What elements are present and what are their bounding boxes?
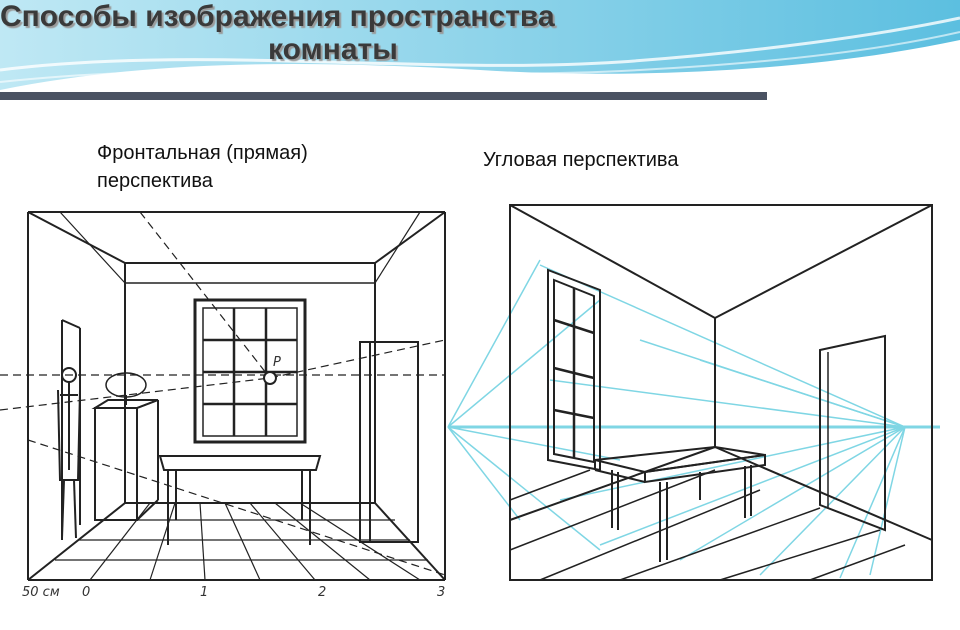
scale-label-3: 3 xyxy=(437,585,445,600)
vanishing-point-label: P xyxy=(273,355,281,370)
scale-label-2: 2 xyxy=(318,585,326,600)
page-title-line2: комнаты xyxy=(268,33,398,66)
scale-label-50cm: 50 см xyxy=(22,585,60,600)
header-banner: Способы изображения пространства комнаты xyxy=(0,0,960,105)
caption-angular-perspective: Угловая перспектива xyxy=(483,149,679,171)
page-title-line1: Способы изображения пространства xyxy=(0,0,555,33)
scale-label-0: 0 xyxy=(82,585,90,600)
caption-frontal-perspective-cont: перспектива xyxy=(97,170,213,192)
caption-frontal-perspective: Фронтальная (прямая) xyxy=(97,142,308,164)
vanishing-point-marker xyxy=(263,371,277,385)
header-wave-decoration xyxy=(0,0,960,100)
header-divider-bar xyxy=(0,92,767,100)
scale-label-1: 1 xyxy=(200,585,208,600)
